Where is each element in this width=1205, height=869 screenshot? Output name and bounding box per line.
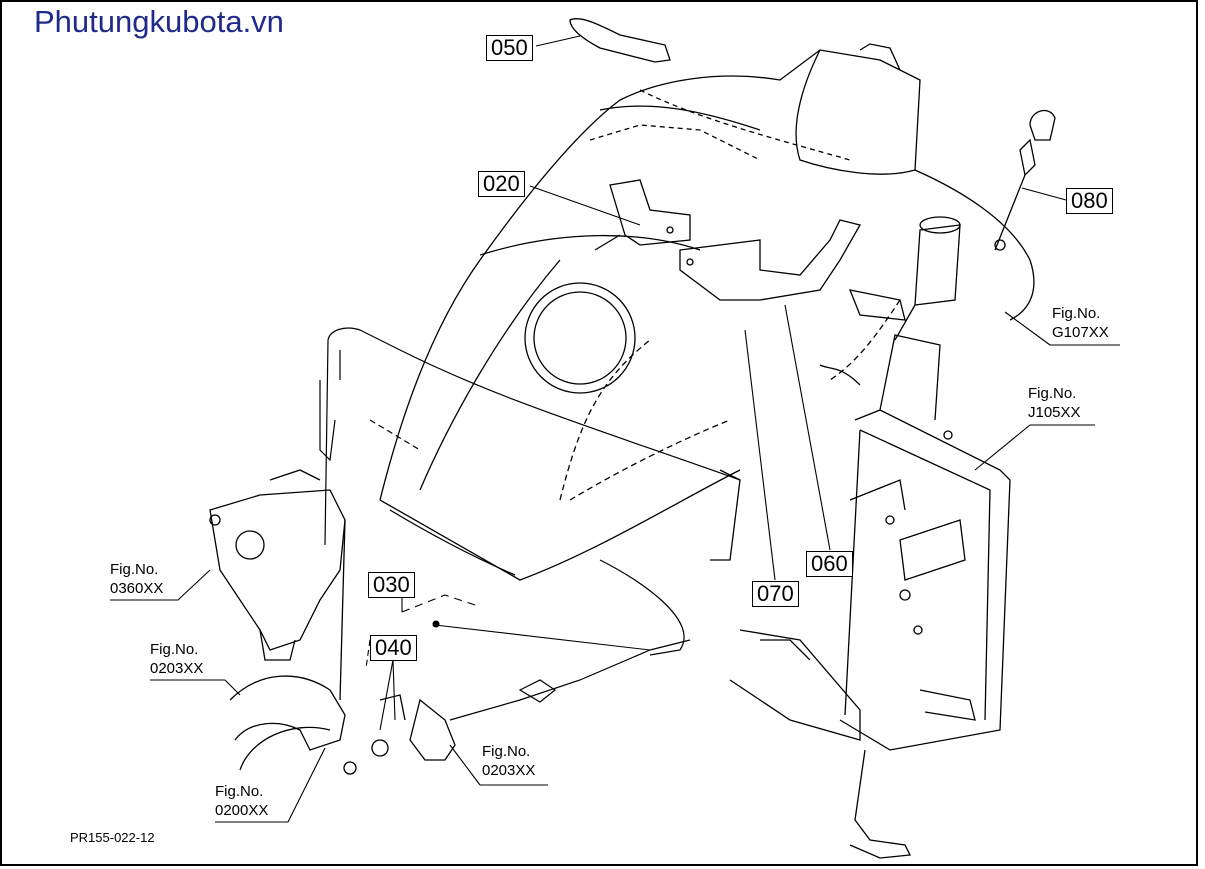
ref-0203-left-line2: 0203XX bbox=[150, 660, 204, 677]
ref-0203-right-line2: 0203XX bbox=[482, 762, 536, 779]
callout-080[interactable]: 080 bbox=[1066, 188, 1113, 214]
ref-j105[interactable]: Fig.No. J105XX bbox=[1028, 384, 1081, 422]
leader-lines bbox=[110, 35, 1120, 823]
ref-0360-line2: 0360XX bbox=[110, 580, 164, 597]
figure-code: PR155-022-12 bbox=[70, 830, 155, 845]
brand-title: Phutungkubota.vn bbox=[34, 4, 284, 39]
knob-080-drawing bbox=[994, 109, 1056, 251]
ref-0200-line1: Fig.No. bbox=[215, 783, 264, 800]
ref-0203-right-line1: Fig.No. bbox=[482, 743, 531, 760]
ref-g107[interactable]: Fig.No. G107XX bbox=[1052, 304, 1109, 342]
ref-0203-left[interactable]: Fig.No. 0203XX bbox=[150, 640, 203, 678]
ref-0203-left-line1: Fig.No. bbox=[150, 641, 199, 658]
callout-060[interactable]: 060 bbox=[806, 551, 853, 577]
grip-050-drawing bbox=[569, 18, 671, 63]
switch-020-drawing bbox=[594, 179, 691, 251]
ref-0200[interactable]: Fig.No. 0200XX bbox=[215, 782, 268, 820]
callout-030[interactable]: 030 bbox=[368, 572, 415, 598]
frame-bracket-drawing bbox=[729, 216, 1011, 859]
fuel-tank-drawing bbox=[379, 43, 1035, 581]
throttle-linkage-drawing bbox=[229, 519, 456, 775]
callout-040[interactable]: 040 bbox=[370, 635, 417, 661]
ref-0200-line2: 0200XX bbox=[215, 802, 269, 819]
callout-070[interactable]: 070 bbox=[752, 581, 799, 607]
ref-0360[interactable]: Fig.No. 0360XX bbox=[110, 560, 163, 598]
cable-lines bbox=[319, 327, 741, 721]
bracket-060-drawing bbox=[679, 219, 906, 321]
ref-0360-line1: Fig.No. bbox=[110, 561, 159, 578]
ref-g107-line2: G107XX bbox=[1052, 324, 1109, 341]
carburetor-drawing bbox=[209, 469, 346, 661]
callout-050[interactable]: 050 bbox=[486, 35, 533, 61]
ref-j105-line2: J105XX bbox=[1028, 404, 1081, 421]
callout-020[interactable]: 020 bbox=[478, 171, 525, 197]
ref-j105-line1: Fig.No. bbox=[1028, 385, 1077, 402]
ref-g107-line1: Fig.No. bbox=[1052, 305, 1101, 322]
ref-0203-right[interactable]: Fig.No. 0203XX bbox=[482, 742, 535, 780]
